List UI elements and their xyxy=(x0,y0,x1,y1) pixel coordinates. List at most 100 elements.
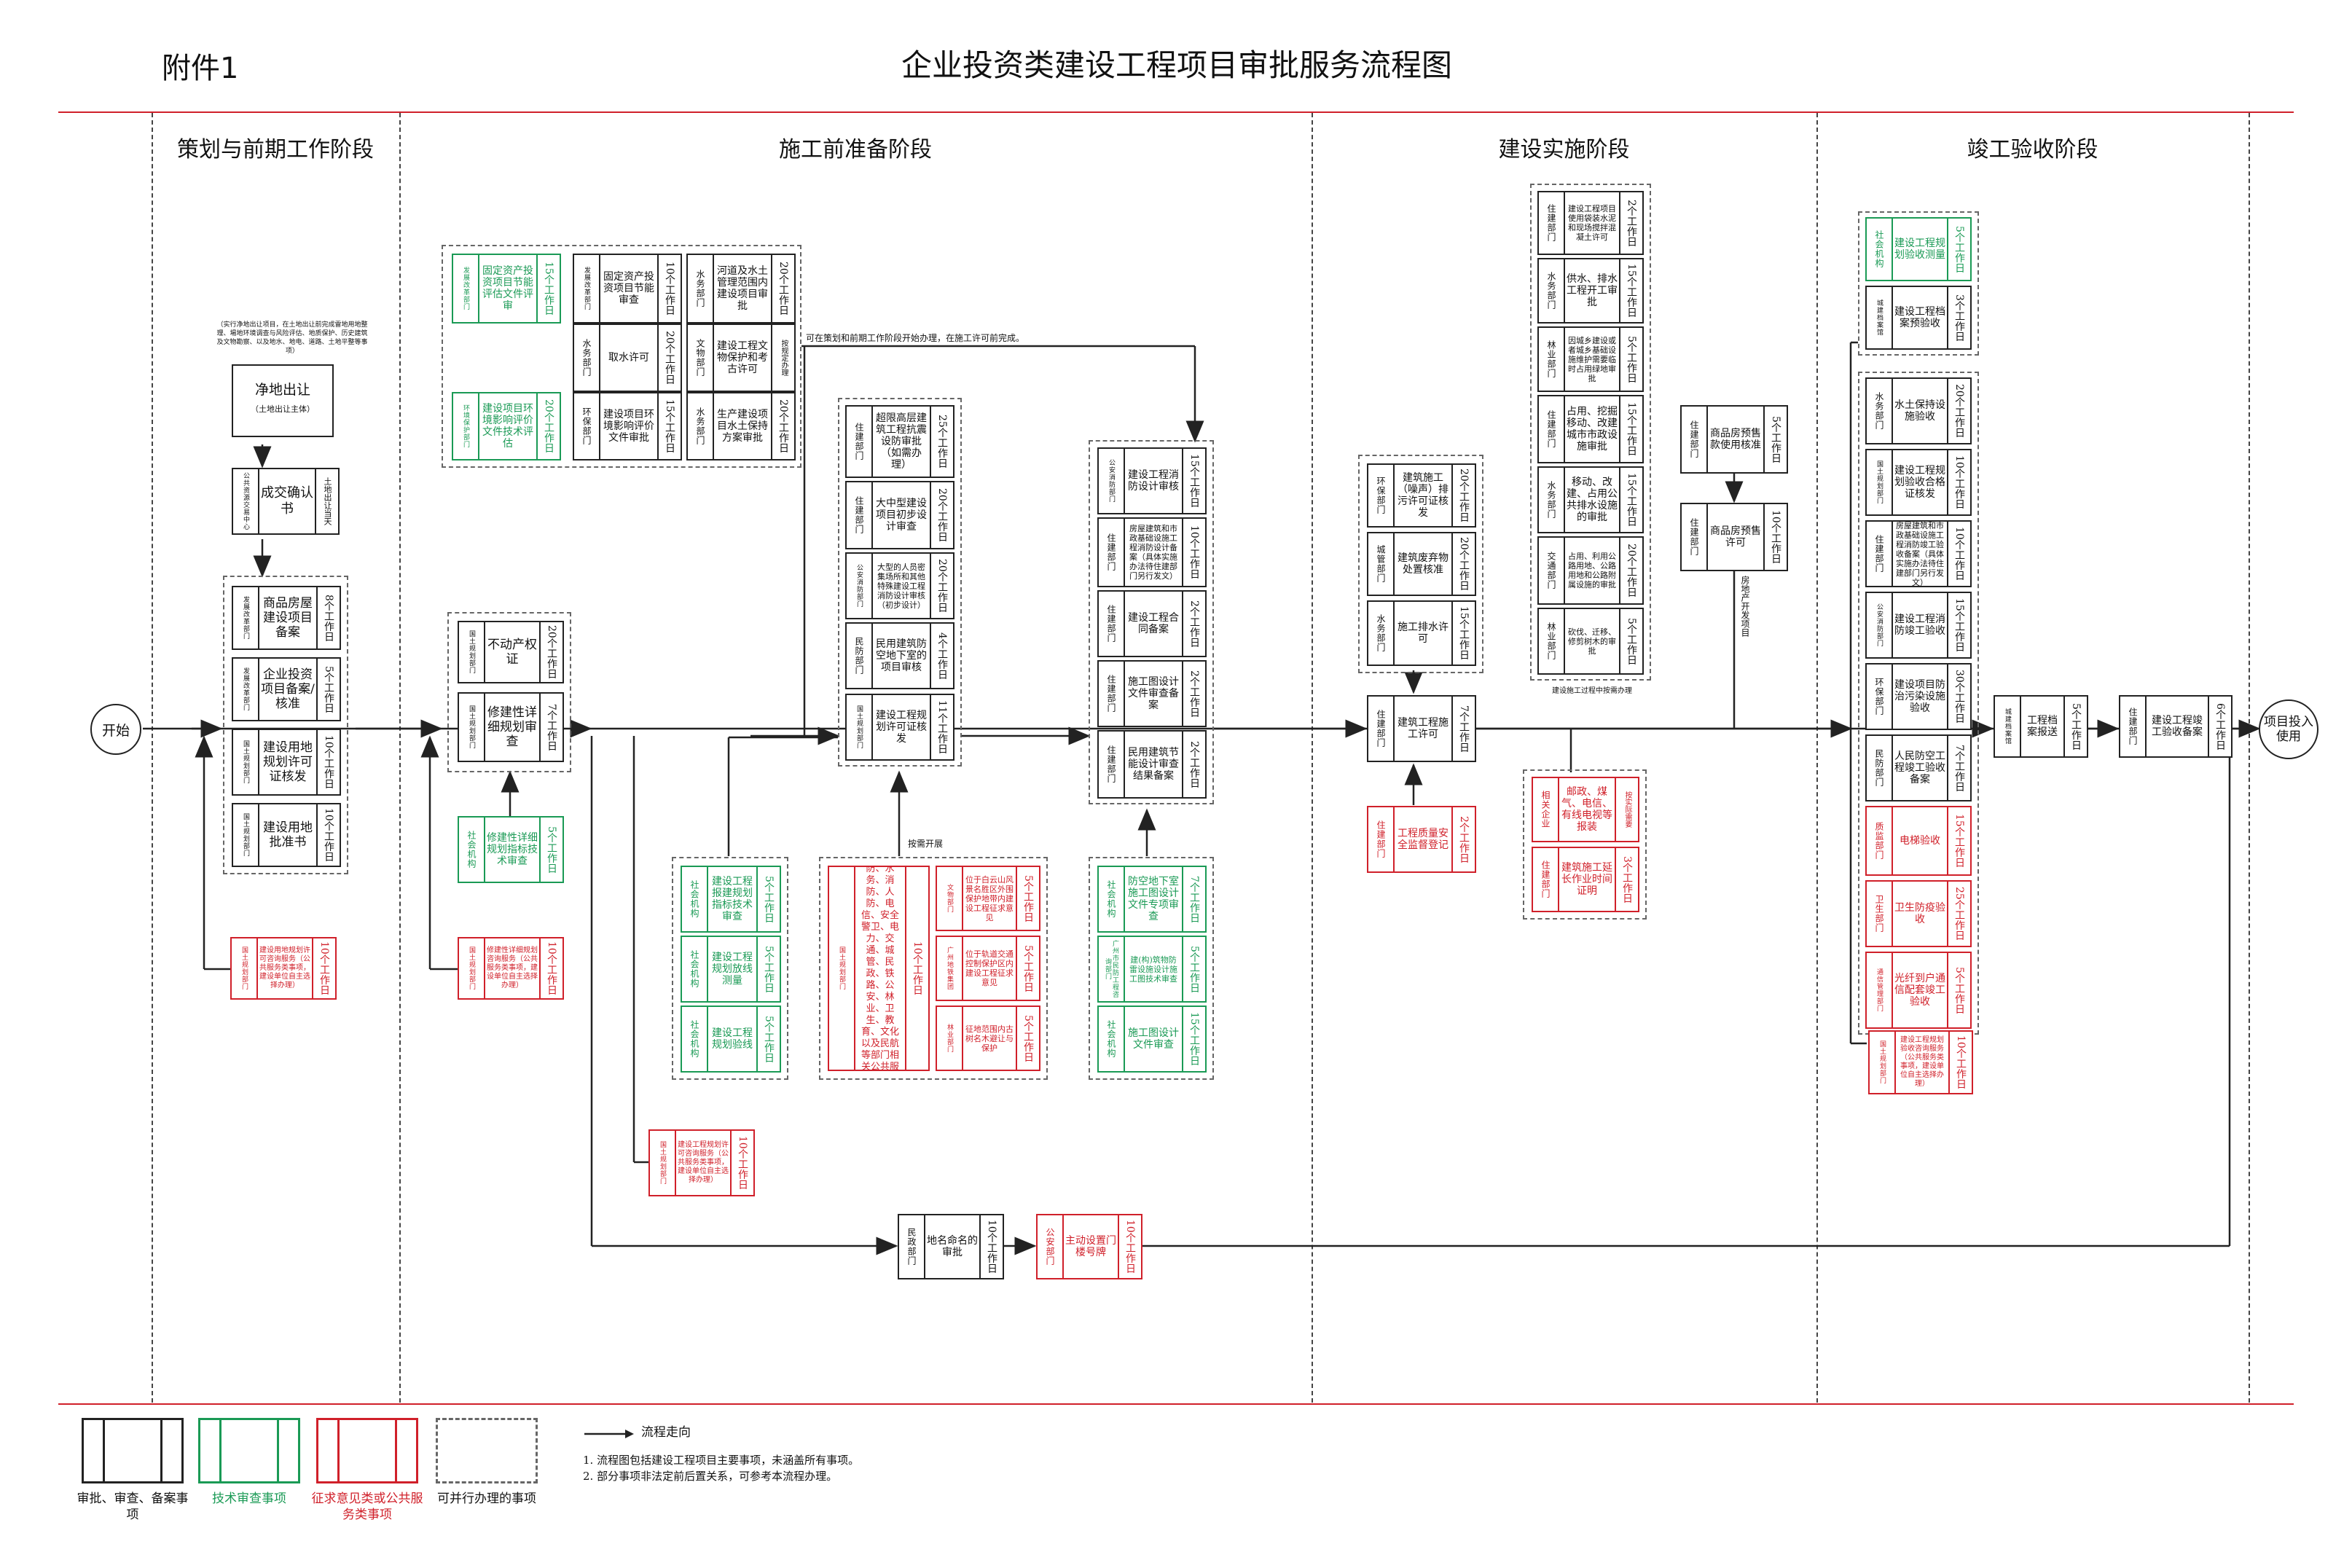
item-dept: 住建部门 xyxy=(2120,697,2147,756)
item-dept: 城建档案馆 xyxy=(1867,287,1893,348)
item-name: 施工图设计文件审查 xyxy=(1128,1027,1179,1051)
presale-box: 住建部门 商品房预售许可 10个工作日 xyxy=(1680,503,1788,571)
deal-side: 土地出让当天 xyxy=(315,469,338,533)
item-dept: 环保部门 xyxy=(1867,665,1893,729)
as-needed-label: 按需开展 xyxy=(908,839,944,849)
item-name: 卫生防疫验收 xyxy=(1894,902,1945,925)
item-days: 5个工作日 xyxy=(1619,328,1642,391)
stage1-consult: 国土规划部门 建设用地规划许可咨询服务（公共服务类事项，建设单位自主选择办理） … xyxy=(230,937,337,1000)
item-dept: 社会机构 xyxy=(459,818,485,882)
item-name: 建设工程项目使用袋装水泥和现场搅拌混凝土许可 xyxy=(1568,204,1616,242)
item-name: 电梯验收 xyxy=(1900,835,1940,847)
item-name: 超限高层建筑工程抗震设防审批（如需办理） xyxy=(876,412,927,471)
item-name: 不动产权证 xyxy=(487,638,537,667)
stage2-top-item: 水务部门 生产建设项目水土保持方案审批 20个工作日 xyxy=(686,392,796,460)
stage1-item: 国土规划部门 建设用地批准书 10个工作日 xyxy=(232,803,341,867)
stage2-top-item: 发展改革部门 固定资产投资项目节能审查 10个工作日 xyxy=(573,254,682,324)
item-name: 建设工程规划验线 xyxy=(712,1027,753,1051)
final-record-box: 住建部门 建设工程竣工验收备案 6个工作日 xyxy=(2119,695,2233,758)
deal-confirm-box: 公共资源交易中心 成交确认书 土地出让当天 xyxy=(232,468,340,535)
stage2-mid-item: 住建部门 超限高层建筑工程抗震设防审批（如需办理） 25个工作日 xyxy=(845,405,954,478)
item-days: 10个工作日 xyxy=(657,255,681,322)
item-days: 15个工作日 xyxy=(1182,449,1205,513)
stage2-fire-item: 住建部门 施工图设计文件审查备案 2个工作日 xyxy=(1097,660,1207,727)
item-dept: 林业部门 xyxy=(1539,328,1565,391)
item-name: 建筑工程施工许可 xyxy=(1398,717,1449,740)
stage2-fire-item: 公安消防部门 建设工程消防设计审核 15个工作日 xyxy=(1097,447,1207,514)
item-days: 20个工作日 xyxy=(771,255,794,322)
item-days: 5个工作日 xyxy=(756,867,780,931)
item-name: 修建性详细规划咨询服务（公共服务类事项，建设单位自主选择办理） xyxy=(487,946,538,989)
item-dept: 广州地铁集团 xyxy=(937,937,963,1000)
item-days: 20个工作日 xyxy=(1451,533,1475,595)
item-dept: 社会机构 xyxy=(1099,1007,1125,1071)
item-dept: 住建部门 xyxy=(1099,732,1125,797)
item-days: 15个工作日 xyxy=(1182,1007,1205,1071)
stage2-tech-group xyxy=(672,857,788,1080)
deal-name: 成交确认书 xyxy=(261,485,313,517)
item-name: 大型的人员密集场所和其他特殊建设工程消防设计审核（初步设计） xyxy=(877,562,925,610)
item-name: 商品房预售款使用核准 xyxy=(1710,428,1761,451)
stage2-drawing-group xyxy=(1089,857,1214,1080)
stage-divider xyxy=(1312,113,1313,1403)
stage3-right-group xyxy=(1530,184,1651,681)
item-name: 建设工程档案预验收 xyxy=(1894,306,1945,329)
naming-box: 民政部门 地名命名的审批 10个工作日 xyxy=(898,1214,1004,1279)
stage2-tech-item: 社会机构 建设工程报建规划指标技术审查 5个工作日 xyxy=(681,866,781,933)
item-name: 建筑废弃物处置核准 xyxy=(1398,552,1449,576)
item-dept: 国土规划部门 xyxy=(650,1131,676,1195)
stage4-consult: 国土规划部门 建设工程规划验收咨询服务（公共服务类事项，建设单位自主选择办理） … xyxy=(1868,1030,1973,1094)
item-days: 15个工作日 xyxy=(1947,593,1970,657)
legend-swatch-parallel xyxy=(436,1418,538,1483)
item-name: 建设工程规划许可咨询服务（公共服务类事项，建设单位自主选择办理） xyxy=(678,1141,729,1184)
item-days: 3个工作日 xyxy=(1947,287,1970,348)
stage3-right-item: 住建部门 占用、挖掘移动、改建城市市政设施审批 15个工作日 xyxy=(1537,395,1644,463)
item-dept: 住建部门 xyxy=(1539,192,1565,254)
stage3-env-item: 水务部门 施工排水许可 15个工作日 xyxy=(1367,600,1476,666)
stage-title-preparation: 施工前准备阶段 xyxy=(779,137,932,162)
stage2-top-item: 环保部门 建设项目环境影响评价文件审批 15个工作日 xyxy=(573,392,682,460)
item-name: 大中型建设项目初步设计审查 xyxy=(876,498,927,533)
item-days: 6个工作日 xyxy=(2208,697,2231,756)
item-name: 供水、排水工程开工审批 xyxy=(1567,273,1618,308)
legend-label-tech: 技术审查事项 xyxy=(212,1491,286,1506)
item-dept: 住建部门 xyxy=(847,482,873,548)
item-days: 20个工作日 xyxy=(930,482,953,548)
item-name: 建设项目环境影响评价文件技术评估 xyxy=(482,403,533,450)
item-days: 3个工作日 xyxy=(1615,848,1638,911)
item-dept: 住建部门 xyxy=(1682,407,1708,472)
stage2-top-item: 环境保护部门 建设项目环境影响评价文件技术评估 20个工作日 xyxy=(452,392,561,460)
detail-plan-box: 国土规划部门 修建性详细规划审查 7个工作日 xyxy=(458,692,564,762)
item-days: 5个工作日 xyxy=(1947,219,1970,280)
item-dept: 公安消防部门 xyxy=(1099,449,1125,513)
stage2-tech-item: 社会机构 建设工程规划验线 5个工作日 xyxy=(681,1006,781,1073)
item-days: 7个工作日 xyxy=(539,694,562,761)
item-dept: 住建部门 xyxy=(1099,662,1125,726)
item-name: 占用、利用公路用地、公路用地和公路附属设施的审批 xyxy=(1568,552,1616,589)
item-name: 建设工程规划许可证核发 xyxy=(876,710,927,745)
stage2-top-item: 发展改革部门 固定资产投资项目节能评估文件评审 15个工作日 xyxy=(452,254,561,324)
item-name: 建设工程报建规划指标技术审查 xyxy=(712,876,753,922)
start-node: 开始 xyxy=(90,704,141,755)
item-dept: 国土规划部门 xyxy=(232,938,258,998)
net-land-note: （实行净地出让项目，在土地出让前完成雷地用地整理、場地环境调查与风险评估、地质保… xyxy=(216,321,368,355)
item-days: 5个工作日 xyxy=(1619,609,1642,673)
stage3-public-item: 相关企业 邮政、煤气、电信、有线电视等报装 按实际需要 xyxy=(1532,777,1639,842)
stage3-right-item: 林业部门 因城乡建设或者城乡基础设施维护需要临时占用绿地审批 5个工作日 xyxy=(1537,326,1644,392)
stage2-tech-item: 社会机构 建设工程规划放线测量 5个工作日 xyxy=(681,936,781,1003)
item-dept: 水务部门 xyxy=(688,255,714,322)
item-days: 2个工作日 xyxy=(1182,732,1205,797)
stage3-env-group xyxy=(1358,455,1483,673)
item-name: 建设用地规划许可咨询服务（公共服务类事项，建设单位自主选择办理） xyxy=(259,946,310,989)
item-name: 房屋建筑和市政基础设施工程消防设计备案（具体实施办法待住建部门另行发文） xyxy=(1129,524,1177,581)
bottom-rule xyxy=(58,1403,2294,1405)
stage2-plan-group xyxy=(447,612,571,772)
opinion-right-item: 文物部门 位于白云山风景名胜区外围保护地带内建设工程征求意见 5个工作日 xyxy=(936,866,1040,931)
item-dept: 国土规划部门 xyxy=(233,730,259,794)
presale-note: 房地产开发项目 xyxy=(1740,576,1750,637)
item-dept: 卫生部门 xyxy=(1867,882,1893,946)
item-days: 10个工作日 xyxy=(312,938,335,998)
item-days: 2个工作日 xyxy=(1182,662,1205,726)
item-days: 7个工作日 xyxy=(1182,867,1205,931)
